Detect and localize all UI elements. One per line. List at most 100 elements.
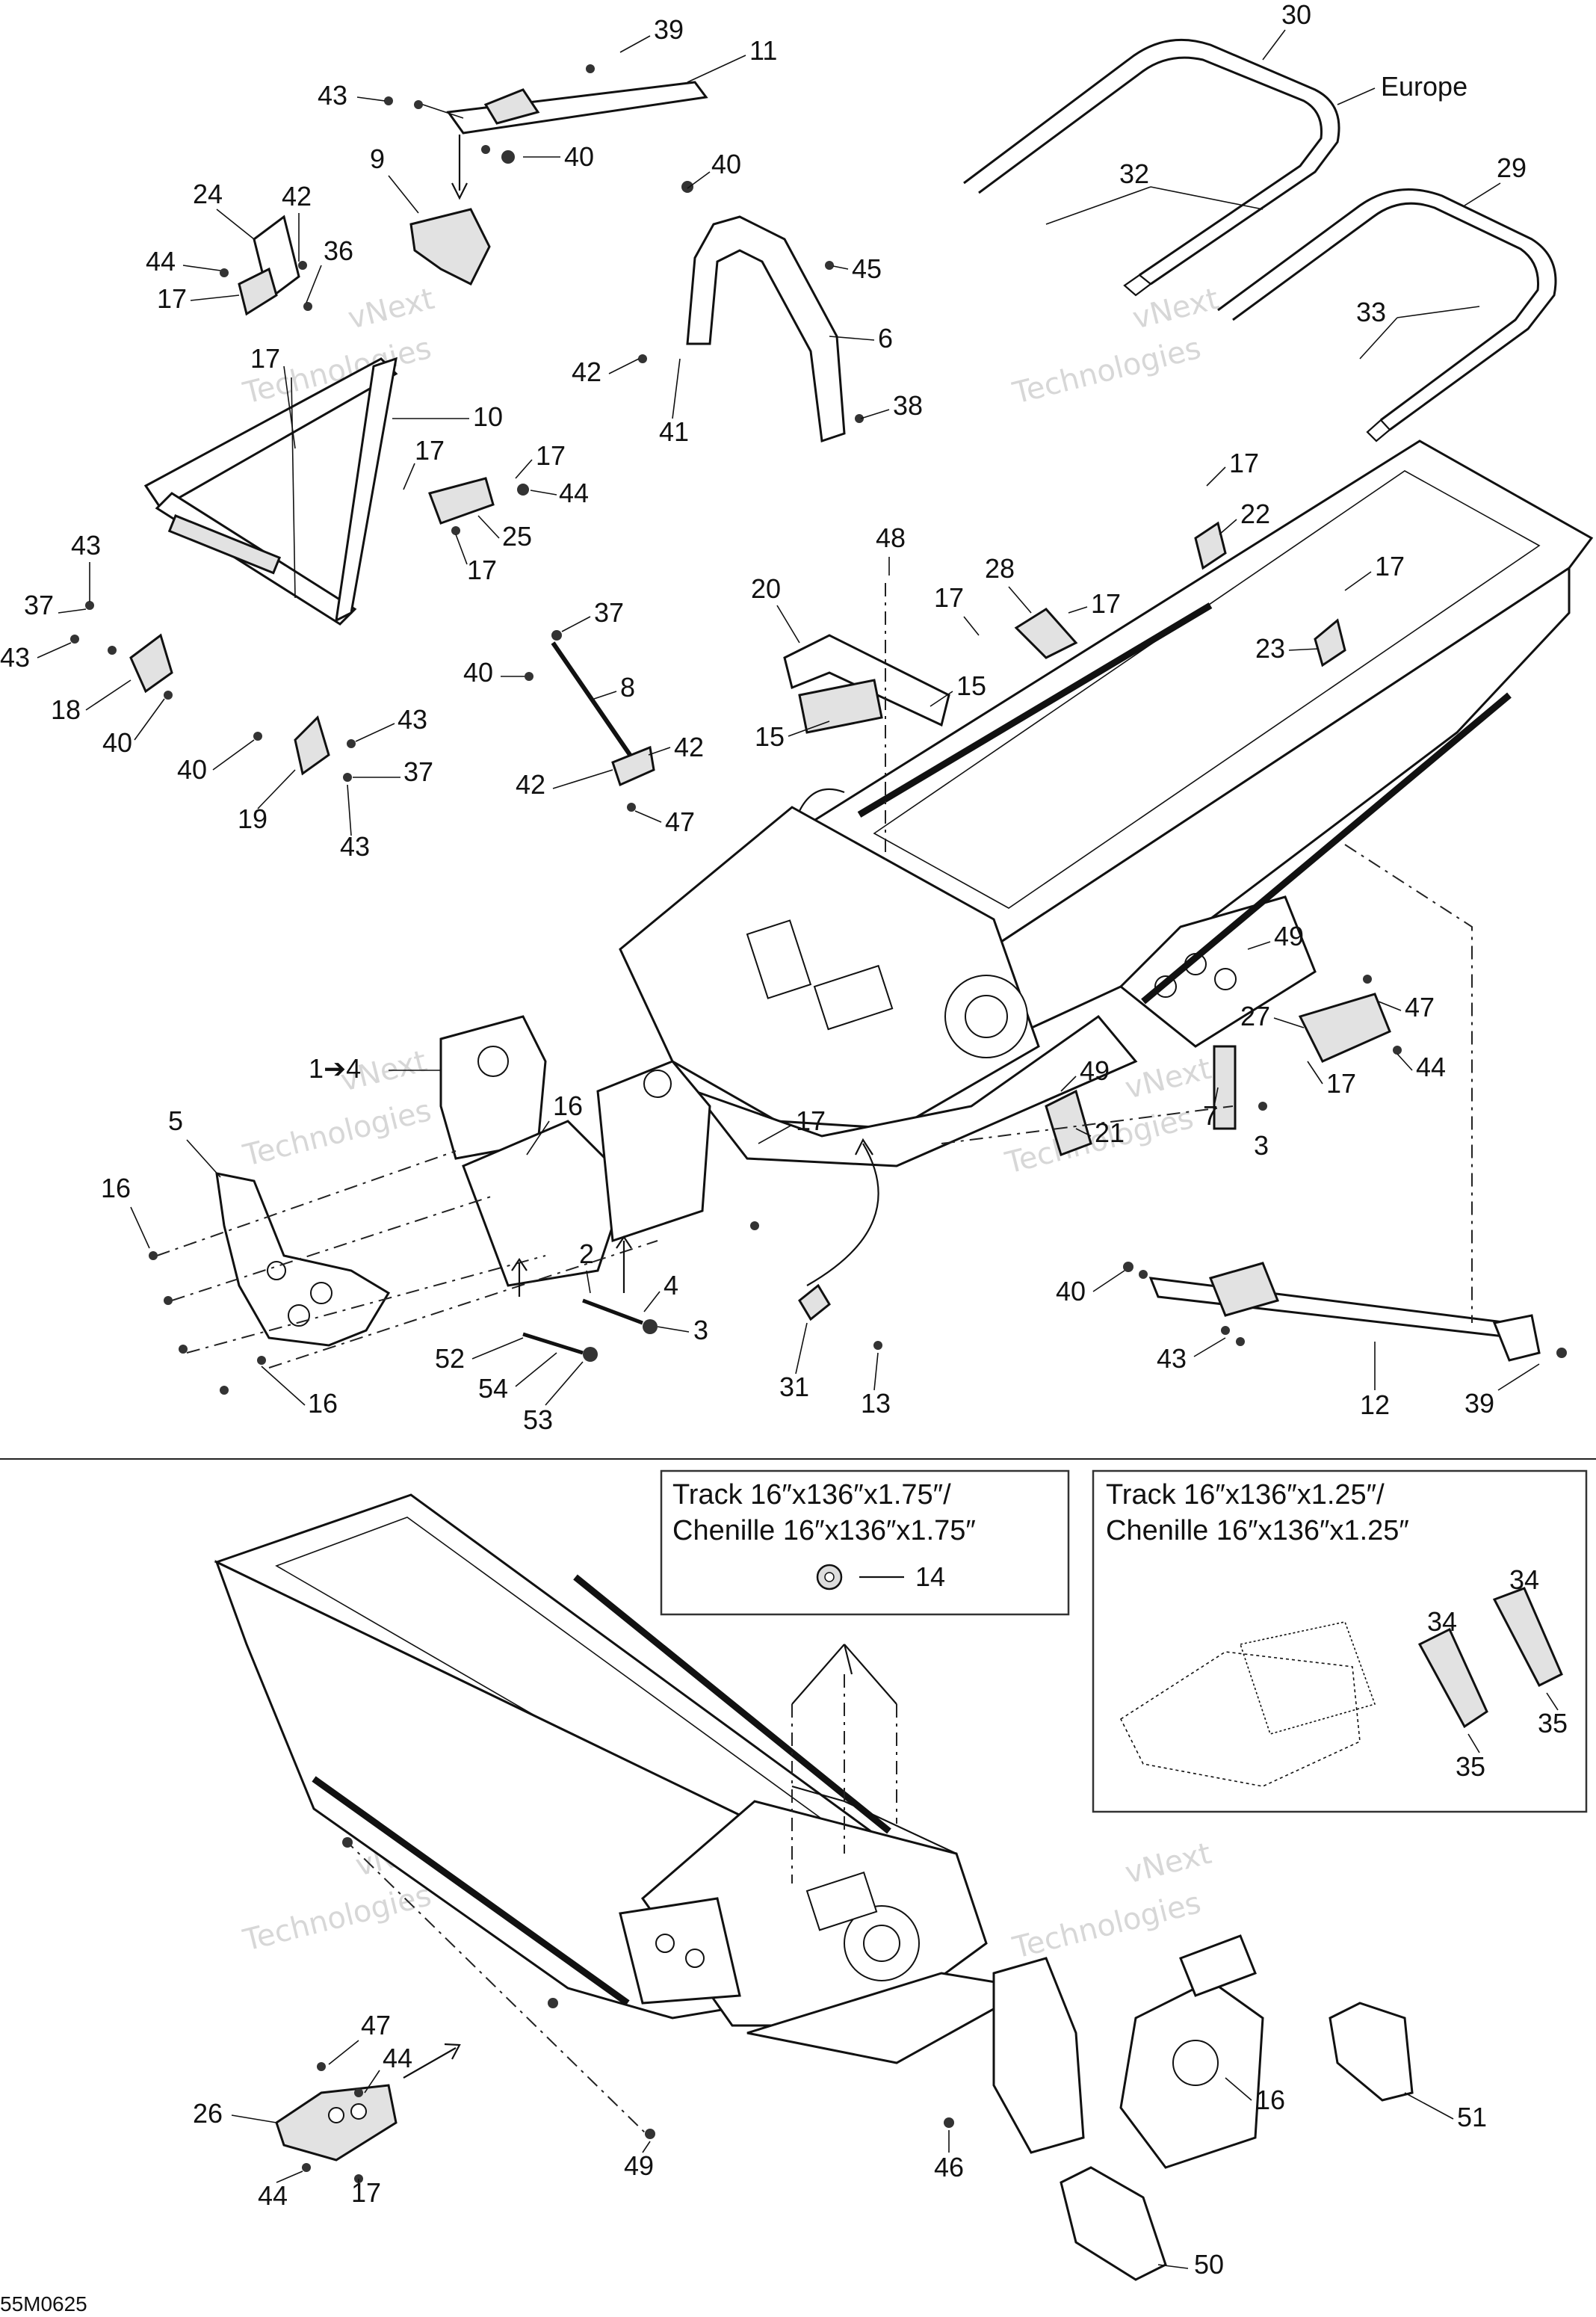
- callout-40c: 40: [102, 727, 132, 758]
- part-9-bracket: [409, 208, 491, 286]
- part-34-guide-b: [1492, 1587, 1563, 1688]
- fastener-leaders-lower: [342, 1644, 897, 2139]
- callout-44c: 44: [1416, 1052, 1446, 1082]
- part-19-bracket: [253, 715, 356, 782]
- callout-28: 28: [985, 553, 1015, 584]
- callout-44d: 44: [383, 2043, 412, 2073]
- callout-42d: 42: [516, 769, 545, 800]
- callout-44a: 44: [146, 246, 176, 277]
- callout-5: 5: [168, 1105, 183, 1136]
- watermark-5b: Technologies: [239, 1878, 434, 1958]
- callout-4: 4: [664, 1270, 678, 1301]
- callout-37a: 37: [24, 590, 54, 620]
- part-11-rear-bar: [384, 64, 708, 200]
- part-8-rod: [525, 630, 655, 812]
- part-34-guide-a: [1417, 1627, 1488, 1729]
- part-25-bracket: [428, 477, 529, 535]
- callout-42a: 42: [282, 181, 312, 212]
- callout-43f: 43: [1157, 1343, 1187, 1374]
- callout-39a: 39: [654, 14, 684, 45]
- callout-50: 50: [1194, 2249, 1224, 2280]
- part-1to4-bracket: [439, 1015, 711, 1287]
- callout-37b: 37: [594, 597, 624, 628]
- drawing-code: 55M0625: [0, 2292, 87, 2316]
- watermark-6a: vNext: [1122, 1836, 1215, 1891]
- callout-19: 19: [238, 803, 267, 834]
- track-box-1-line2: Chenille 16″x136″x1.75″: [672, 1515, 976, 1546]
- callout-35-a: 35: [1456, 1751, 1485, 1782]
- callout-12: 12: [1360, 1389, 1390, 1420]
- part-10-tube-frame: [143, 357, 398, 626]
- callout-6: 6: [878, 323, 893, 354]
- callout-17b: 17: [250, 343, 280, 374]
- callout-34-b: 34: [1509, 1564, 1539, 1595]
- callout-40d: 40: [463, 657, 493, 688]
- part-22-bracket: [1194, 521, 1227, 570]
- callout-36: 36: [324, 235, 353, 266]
- callout-31: 31: [779, 1372, 809, 1402]
- part-31-clip: [798, 1138, 882, 1350]
- part-23-bracket: [1314, 618, 1346, 667]
- callout-43c: 43: [0, 642, 30, 673]
- callout-35-b: 35: [1538, 1708, 1568, 1738]
- callout-38: 38: [893, 390, 923, 421]
- callout-17g: 17: [1091, 588, 1121, 619]
- callout-17e: 17: [467, 555, 497, 585]
- callout-43e: 43: [340, 831, 370, 862]
- callout-10: 10: [473, 401, 503, 432]
- callout-43a: 43: [318, 80, 347, 111]
- watermark-1a: vNext: [344, 282, 438, 336]
- part-21-bracket: [1045, 1089, 1092, 1156]
- callout-41: 41: [659, 416, 689, 447]
- callout-16b: 16: [101, 1173, 131, 1203]
- track-box-1: Track 16″x136″x1.75″/ Chenille 16″x136″x…: [660, 1469, 1070, 1616]
- callout-8: 8: [620, 672, 635, 703]
- part-6-loop: [638, 181, 864, 443]
- main-chassis-lower: [214, 1493, 1035, 2064]
- callout-49a: 49: [1274, 921, 1304, 951]
- part-7-bracket: [1213, 1045, 1267, 1130]
- callout-34-a: 34: [1427, 1606, 1457, 1637]
- callout-14: 14: [915, 1561, 945, 1592]
- callout-33: 33: [1356, 297, 1386, 327]
- main-chassis-upper: [619, 439, 1594, 1167]
- callout-42b: 42: [572, 357, 601, 387]
- callout-13: 13: [861, 1388, 891, 1419]
- part-18-bracket: [70, 601, 173, 700]
- part-20-bracket: [783, 634, 950, 734]
- part-30-europe-loop: [963, 38, 1340, 297]
- part-24-bracket: [220, 215, 312, 316]
- callout-40a: 40: [564, 141, 594, 172]
- callout-3b: 3: [693, 1315, 708, 1345]
- callout-26: 26: [193, 2098, 223, 2129]
- callout-16d: 16: [1255, 2085, 1285, 2115]
- track-box-2: Track 16″x136″x1.25″/ Chenille 16″x136″x…: [1092, 1469, 1588, 1813]
- callout-9: 9: [370, 144, 385, 174]
- watermark-3b: Technologies: [239, 1093, 434, 1173]
- callout-15b: 15: [755, 721, 785, 752]
- callout-17l: 17: [351, 2177, 381, 2208]
- part-5-plate: [215, 1172, 391, 1347]
- track-box-2-line1: Track 16″x136″x1.25″/: [1106, 1479, 1385, 1511]
- watermark-2b: Technologies: [1009, 331, 1204, 411]
- region-europe: Europe: [1381, 71, 1467, 102]
- lower-fasteners: [511, 1235, 658, 1362]
- part-26-footrest: [275, 2043, 461, 2183]
- callout-24: 24: [193, 179, 223, 209]
- callout-17c: 17: [415, 435, 445, 466]
- callout-42c: 42: [674, 732, 704, 762]
- callout-46: 46: [934, 2152, 964, 2182]
- callout-51: 51: [1457, 2102, 1487, 2132]
- callout-49c: 49: [624, 2150, 654, 2181]
- part-50-pad: [1060, 2166, 1167, 2281]
- part-29-loop: [1217, 188, 1557, 442]
- callout-47b: 47: [1405, 992, 1435, 1022]
- callout-20: 20: [751, 573, 781, 604]
- callout-44e: 44: [258, 2180, 288, 2211]
- track-box-1-line1: Track 16″x136″x1.75″/: [672, 1479, 951, 1511]
- watermark-6b: Technologies: [1009, 1886, 1204, 1966]
- callout-3a: 3: [1254, 1130, 1269, 1161]
- callout-52: 52: [435, 1343, 465, 1374]
- callout-30: 30: [1281, 0, 1311, 30]
